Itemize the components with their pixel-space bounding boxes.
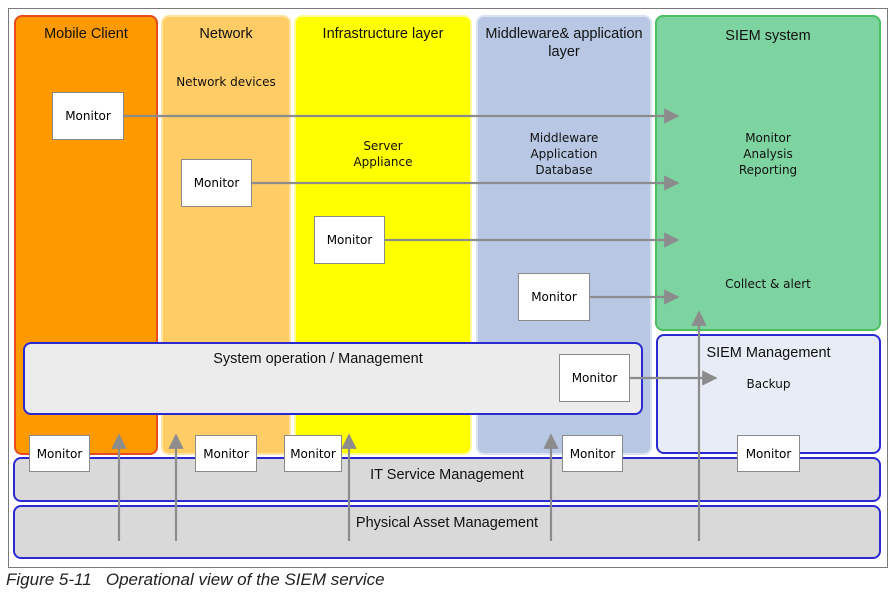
- monitor-bottom-middleware: Monitor: [562, 435, 623, 472]
- infrastructure-title: Infrastructure layer: [322, 26, 444, 42]
- physical-asset-management-band: Physical Asset Management: [13, 505, 881, 559]
- mobile-client-title: Mobile Client: [44, 26, 128, 42]
- monitor-bottom-network: Monitor: [195, 435, 257, 472]
- physical-asset-management-title: Physical Asset Management: [355, 515, 539, 531]
- monitor-bottom-siem: Monitor: [737, 435, 800, 472]
- infrastructure-subtitle: Server Appliance: [353, 139, 413, 169]
- siem-system-column: SIEM system Monitor Analysis Reporting C…: [655, 15, 881, 331]
- figure-caption: Figure 5-11 Operational view of the SIEM…: [6, 570, 385, 589]
- monitor-bottom-mobile: Monitor: [29, 435, 90, 472]
- network-subtitle: Network devices: [176, 75, 276, 89]
- siem-backup-label: Backup: [746, 377, 791, 391]
- middleware-title: Middleware& application layer: [485, 26, 643, 60]
- siem-management-title: SIEM Management: [706, 345, 831, 361]
- monitor-network: Monitor: [181, 159, 252, 207]
- middleware-subtitle: Middleware Application Database: [529, 131, 599, 177]
- monitor-mobile-client: Monitor: [52, 92, 124, 140]
- monitor-middleware: Monitor: [518, 273, 590, 321]
- system-operation-box: System operation / Management: [23, 342, 643, 415]
- monitor-infrastructure: Monitor: [314, 216, 385, 264]
- it-service-management-title: IT Service Management: [370, 467, 524, 483]
- system-operation-title: System operation / Management: [213, 351, 423, 367]
- siem-system-title: SIEM system: [725, 28, 811, 44]
- network-title: Network: [199, 26, 253, 42]
- siem-collect-alert: Collect & alert: [725, 277, 811, 291]
- it-service-management-band: IT Service Management: [13, 457, 881, 502]
- monitor-system-operation: Monitor: [559, 354, 630, 402]
- monitor-bottom-infra: Monitor: [284, 435, 342, 472]
- siem-management-box: SIEM Management Backup: [656, 334, 881, 454]
- siem-functions: Monitor Analysis Reporting: [738, 131, 798, 177]
